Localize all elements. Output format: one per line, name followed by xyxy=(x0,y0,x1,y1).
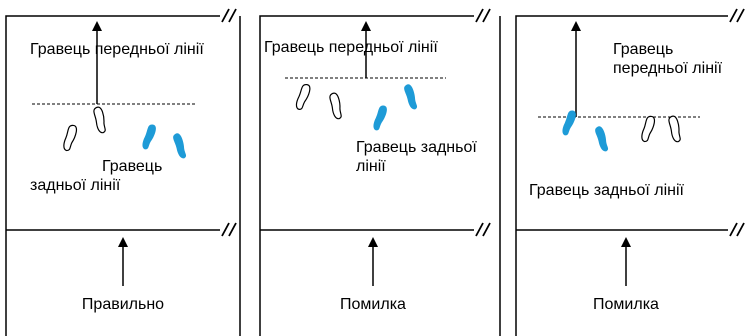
back-row-label: Гравець задньої лінії xyxy=(356,139,477,175)
break-mark xyxy=(729,8,738,23)
back-row-footprint xyxy=(142,124,156,150)
panel-2 xyxy=(259,8,501,336)
break-mark xyxy=(475,222,484,237)
break-mark xyxy=(228,222,237,237)
front-row-label: Гравець передньої лінії xyxy=(30,41,204,58)
back-row-label: Гравець задньої лінії xyxy=(30,158,163,194)
panel-3 xyxy=(515,8,745,336)
break-mark xyxy=(221,8,230,23)
court-outline xyxy=(259,15,474,336)
break-mark xyxy=(475,8,484,23)
break-mark xyxy=(736,8,745,23)
break-mark xyxy=(482,8,491,23)
front-row-label: Гравець передньої лінії xyxy=(264,39,438,56)
break-mark xyxy=(736,222,745,237)
front-row-footprint xyxy=(329,92,342,120)
front-row-footprint xyxy=(93,106,106,134)
break-mark xyxy=(482,222,491,237)
back-row-footprint xyxy=(404,84,418,110)
break-mark xyxy=(228,8,237,23)
front-row-footprint xyxy=(668,115,681,143)
back-row-footprint xyxy=(562,110,576,136)
panel-caption: Правильно xyxy=(81,296,165,313)
back-row-footprint xyxy=(173,133,187,159)
back-row-footprint xyxy=(373,105,387,131)
front-row-footprint xyxy=(295,84,311,110)
front-row-footprint xyxy=(63,124,78,152)
panel-caption: Помилка xyxy=(593,296,659,313)
front-row-footprint xyxy=(641,115,656,143)
back-row-label: Гравець задньої лінії xyxy=(529,182,684,199)
front-row-label: Гравець передньої лінії xyxy=(613,41,723,77)
panel-caption: Помилка xyxy=(340,296,406,313)
panel-1 xyxy=(5,8,241,336)
break-mark xyxy=(729,222,738,237)
break-mark xyxy=(221,222,230,237)
back-row-footprint xyxy=(595,126,609,152)
